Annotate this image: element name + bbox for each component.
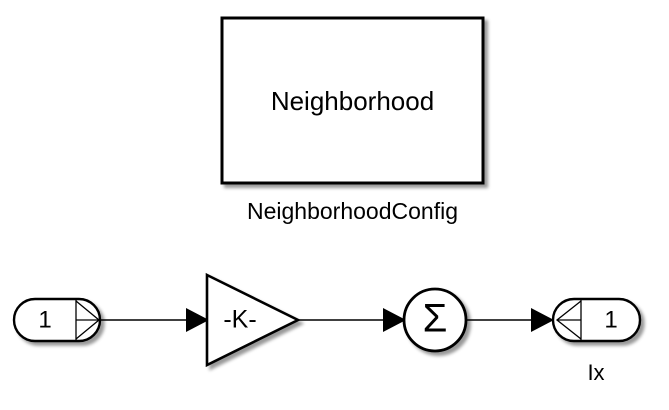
outport-caption: Ix	[587, 360, 604, 385]
sum-block-body[interactable]	[402, 287, 468, 353]
wires-group	[100, 308, 554, 332]
gain-group[interactable]: -K-	[205, 272, 301, 368]
neighborhood-block-caption: NeighborhoodConfig	[247, 198, 458, 224]
wire-inport-to-gain-arrowhead	[186, 308, 209, 332]
neighborhood-block-body[interactable]	[220, 16, 485, 185]
neighborhood-subsystem-group[interactable]: Neighborhood	[220, 16, 485, 185]
sum-group[interactable]: Σ	[402, 287, 468, 353]
wire-gain-to-sum-arrowhead	[383, 308, 406, 332]
inport-group[interactable]: 1	[12, 297, 102, 343]
gain-block-body[interactable]	[205, 272, 301, 368]
wire-sum-to-outport-arrowhead	[531, 308, 554, 332]
gain-block-label: -K-	[223, 306, 256, 334]
outport-body[interactable]	[551, 297, 642, 343]
inport-number-label: 1	[38, 306, 51, 333]
sum-block-sigma-label: Σ	[423, 297, 448, 341]
outport-group[interactable]: 1	[551, 297, 642, 343]
neighborhood-block-label: Neighborhood	[271, 86, 434, 116]
outport-number-label: 1	[604, 306, 617, 333]
